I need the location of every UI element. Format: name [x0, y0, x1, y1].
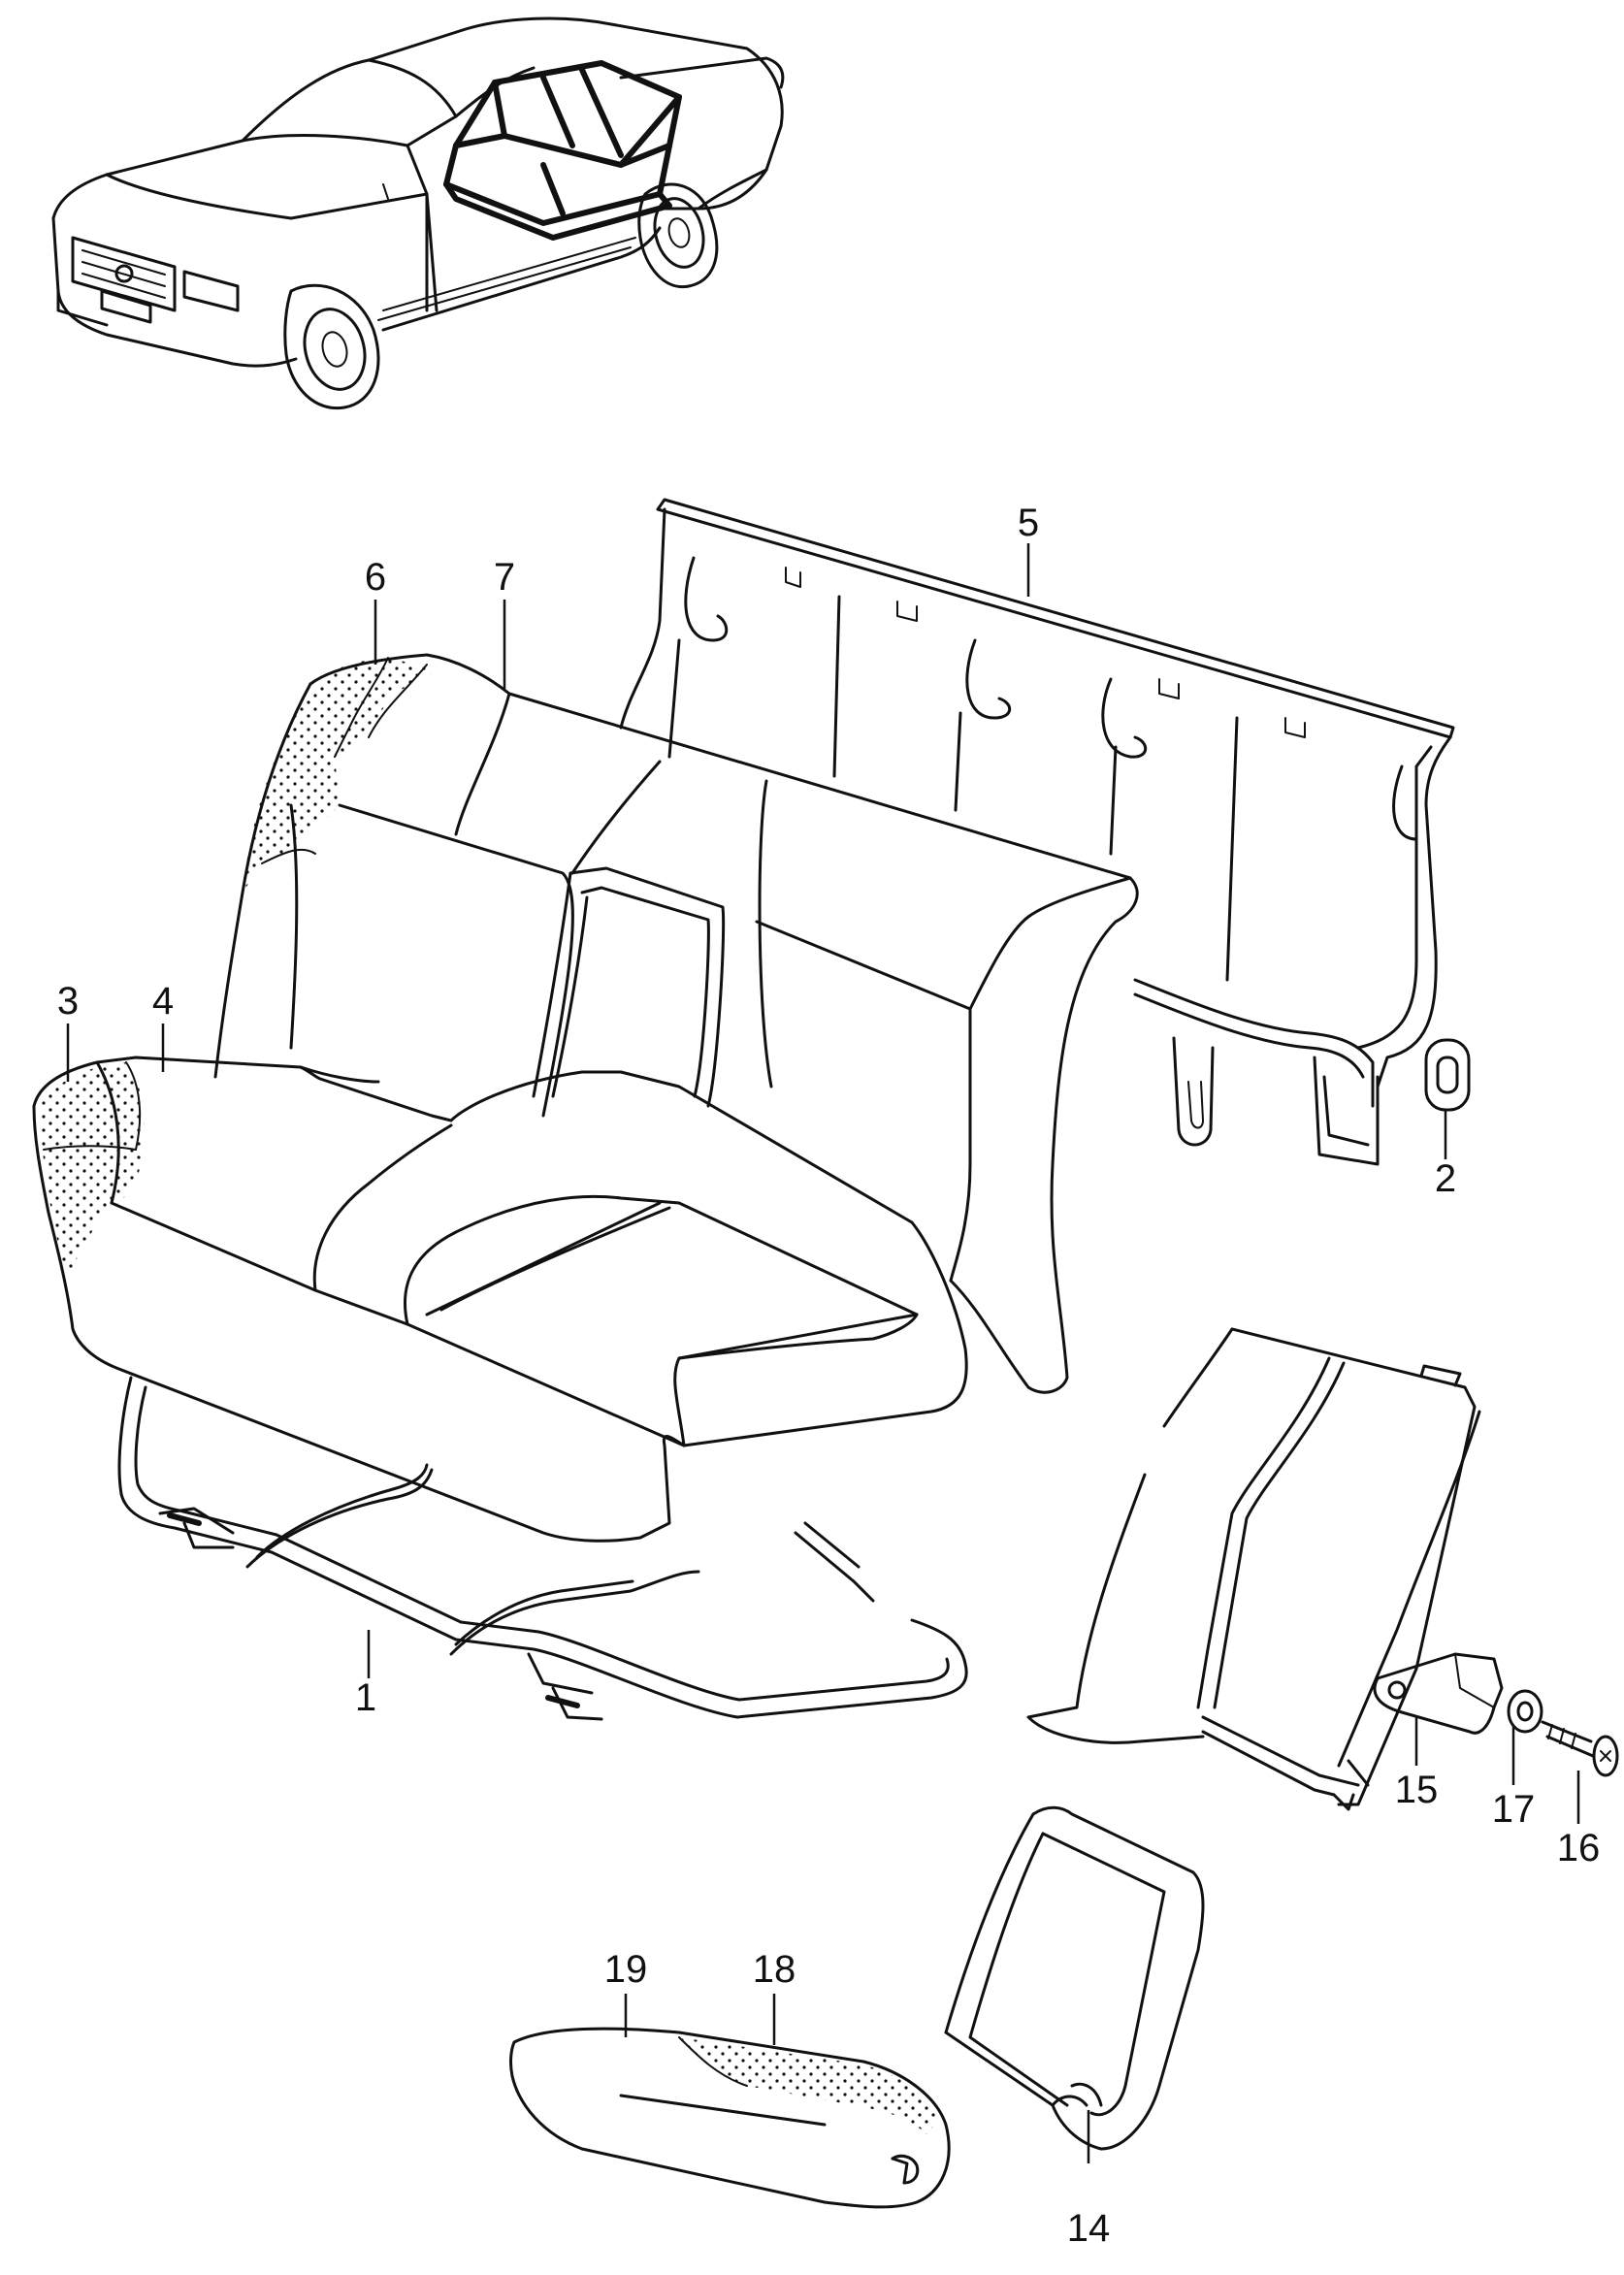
callout-6: 6	[365, 556, 386, 599]
callout-5: 5	[1018, 502, 1039, 544]
part-bracket	[1373, 1652, 1504, 1735]
part-seat-cushion	[32, 1056, 968, 1543]
leader-lines	[66, 543, 1580, 2163]
car-overview-illustration	[51, 16, 785, 410]
callout-14: 14	[1067, 2207, 1111, 2250]
callout-2: 2	[1435, 1157, 1456, 1200]
part-backrest	[213, 653, 1139, 1394]
part-seat-frame	[117, 1376, 968, 1721]
part-washer	[1507, 1689, 1543, 1734]
part-backrest-frame	[619, 498, 1455, 1166]
part-bolt	[1541, 1720, 1619, 1777]
callout-3: 3	[57, 980, 79, 1023]
callout-19: 19	[604, 1948, 648, 1991]
callout-18: 18	[753, 1948, 796, 1991]
part-side-panel	[1026, 1327, 1481, 1811]
callout-16: 16	[1557, 1827, 1601, 1869]
part-grommet	[1424, 1038, 1471, 1112]
callout-7: 7	[494, 556, 515, 599]
callout-15: 15	[1395, 1769, 1439, 1811]
callout-1: 1	[355, 1676, 376, 1719]
callout-4: 4	[152, 980, 174, 1023]
callout-labels: 1 2 3 4 5 6 7 14 15 16 17 18 19	[57, 502, 1600, 2250]
part-armrest	[509, 2027, 951, 2209]
part-side-cushion	[944, 1805, 1205, 2151]
callout-17: 17	[1492, 1788, 1536, 1831]
